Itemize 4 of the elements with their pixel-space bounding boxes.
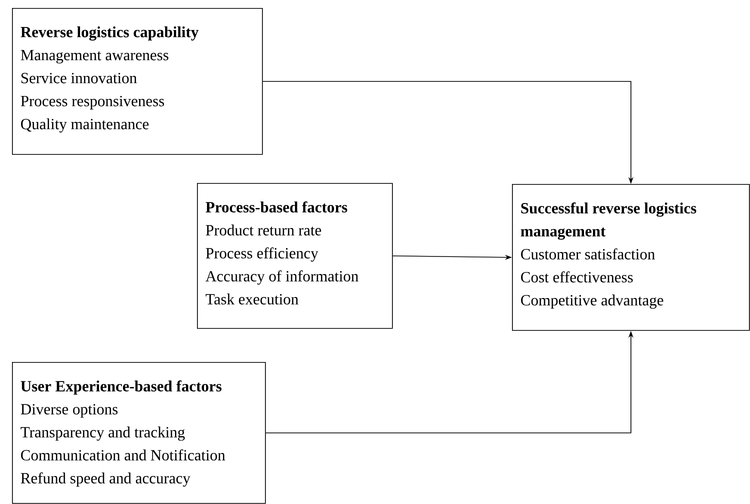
factor-box: Reverse logistics capability Management awareness Service innovation Process responsiveness Quality maintenance: [12, 8, 263, 155]
factor-box: Successful reverse logistics management Customer satisfaction Cost effectiveness Competitive advantage: [512, 184, 750, 331]
factor-box: User Experience-based factors Diverse options Transparency and tracking Communication and Notification Refund speed and accuracy: [12, 362, 266, 504]
factor-box: Process-based factors Product return rate Process efficiency Accuracy of information Task execution: [197, 183, 393, 329]
